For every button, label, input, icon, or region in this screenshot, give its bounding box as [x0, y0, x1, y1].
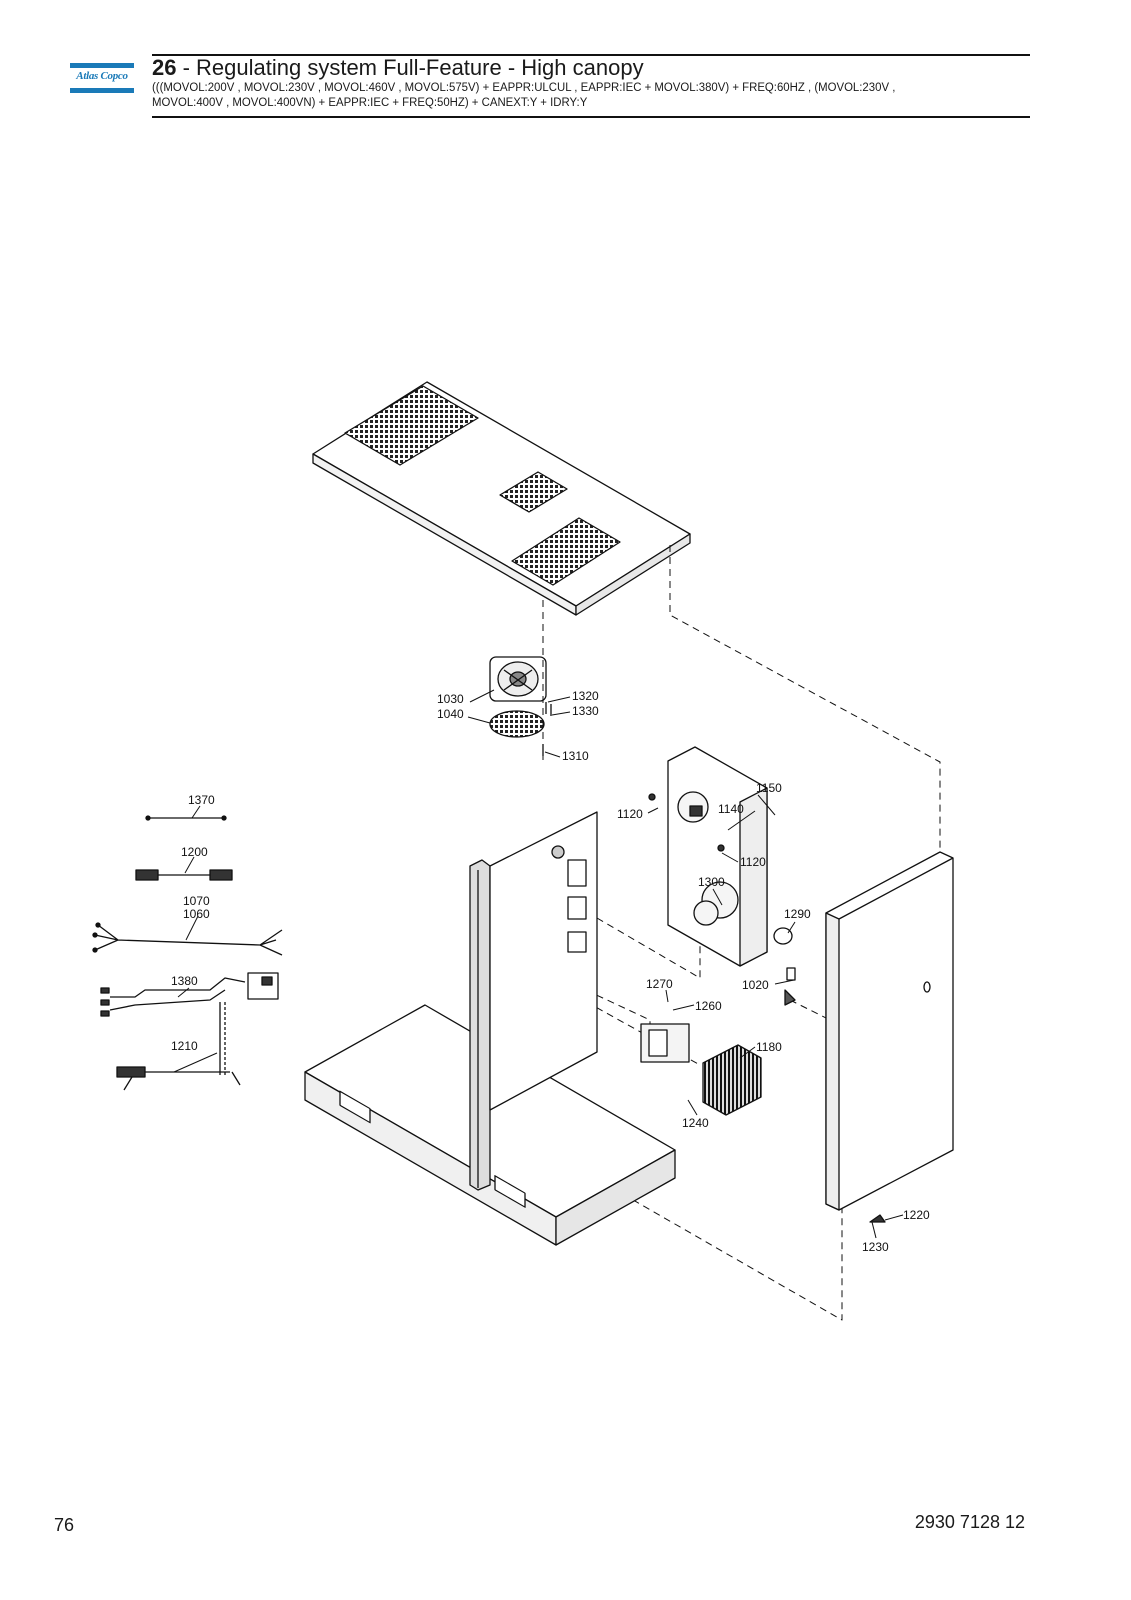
cable-1070-1060 — [92, 922, 283, 956]
callout-1270: 1270 — [646, 977, 673, 991]
side-door-panel — [825, 851, 954, 1211]
controller-enclosure — [667, 746, 768, 967]
callout-1300: 1300 — [698, 875, 725, 889]
atlas-copco-logo: Atlas Copco — [70, 63, 134, 93]
callout-1290: 1290 — [784, 907, 811, 921]
cable-1370 — [145, 815, 227, 821]
section-title: - Regulating system Full-Feature - High … — [176, 55, 644, 80]
callout-1020: 1020 — [742, 978, 769, 992]
callout-1140: 1140 — [718, 802, 744, 816]
page-header: Atlas Copco 26 - Regulating system Full-… — [70, 50, 1030, 120]
callout-1220: 1220 — [903, 1208, 930, 1222]
condition-line-2: MOVOL:400V , MOVOL:400VN) + EAPPR:IEC + … — [152, 97, 588, 109]
heat-sink — [702, 1044, 762, 1116]
callout-1240: 1240 — [682, 1116, 709, 1130]
small-parts — [542, 702, 886, 1223]
cable-1380 — [100, 972, 279, 1017]
transformer — [640, 1023, 690, 1063]
page-title: 26 - Regulating system Full-Feature - Hi… — [152, 56, 644, 80]
page-number: 76 — [54, 1515, 75, 1535]
cable-1210 — [116, 1002, 241, 1091]
canopy-roof-panel — [312, 381, 691, 616]
mounting-plate — [489, 811, 598, 1111]
document-number: 2930 7128 12 — [914, 1512, 1025, 1532]
vertical-column — [469, 859, 491, 1191]
section-number: 26 — [152, 55, 177, 80]
callout-1260: 1260 — [695, 999, 722, 1013]
callout-1230: 1230 — [862, 1240, 889, 1254]
callout-1210: 1210 — [171, 1039, 198, 1053]
callout-1150: 1150 — [756, 781, 782, 795]
cable-1200 — [135, 869, 233, 881]
callout-1370: 1370 — [188, 793, 215, 807]
fan-assembly — [489, 656, 547, 738]
callout-1180: 1180 — [756, 1040, 782, 1054]
callout-1380: 1380 — [171, 974, 198, 988]
callout-1320: 1320 — [572, 689, 599, 703]
callout-1030: 1030 — [437, 692, 464, 706]
callout-1060: 1060 — [183, 907, 210, 921]
callout-1120-upper: 1120 — [617, 807, 643, 821]
callout-1200: 1200 — [181, 845, 208, 859]
callout-1040: 1040 — [437, 707, 464, 721]
callout-1070: 1070 — [183, 894, 210, 908]
callout-1310: 1310 — [562, 749, 589, 763]
header-bottom-rule — [152, 116, 1030, 118]
callout-1120-lower: 1120 — [740, 855, 766, 869]
header-top-rule — [152, 54, 1030, 56]
condition-line-1: (((MOVOL:200V , MOVOL:230V , MOVOL:460V … — [152, 82, 896, 94]
callout-1330: 1330 — [572, 704, 599, 718]
